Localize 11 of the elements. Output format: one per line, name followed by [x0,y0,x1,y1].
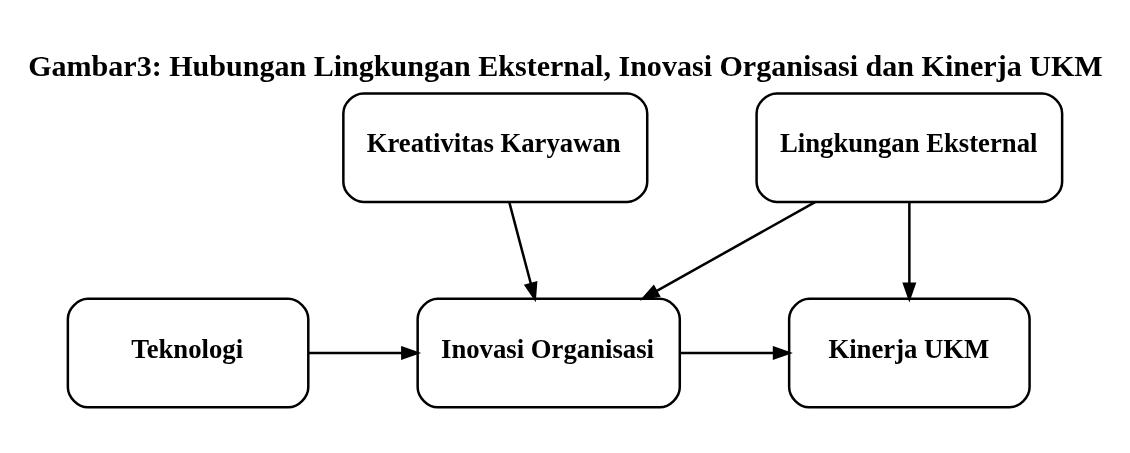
node-box: Inovasi Organisasi [416,297,682,409]
diagram-title: Gambar3: Hubungan Lingkungan Eksternal, Inovasi Organisasi dan Kinerja UKM [28,48,1103,83]
node-box: Teknologi [66,297,310,409]
arrow [680,345,793,360]
arrow [508,201,538,302]
node-box: Kinerja UKM [787,297,1031,409]
node-box: Lingkungan Eksternal [755,91,1064,203]
arrow [308,345,422,360]
node-box: Kreativitas Karyawan [342,91,649,203]
arrow [902,201,917,302]
arrow [639,200,816,300]
